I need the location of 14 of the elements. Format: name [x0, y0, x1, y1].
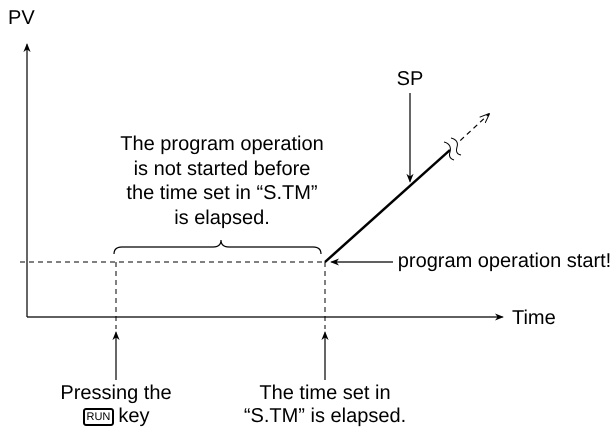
run-key-icon: RUN — [82, 408, 114, 426]
note-text: The program operation is not started before the time set in “S.TM” is elapsed. — [119, 132, 325, 230]
leader-arrow — [330, 258, 393, 266]
caption-text: key — [118, 405, 150, 428]
axis-label: Time — [512, 306, 557, 330]
annotation-text: The time set in “S.TM” is elapsed. — [242, 382, 408, 428]
sp-label: SP — [396, 68, 424, 91]
leader-arrow — [321, 331, 329, 380]
leader-arrow — [406, 93, 414, 183]
annotation-text: program operation start! — [396, 250, 612, 273]
leader-arrow — [112, 331, 120, 380]
dashed-arrow — [460, 112, 490, 141]
axis-label: PV — [8, 6, 36, 30]
caption-text: Pressing the — [60, 382, 172, 405]
